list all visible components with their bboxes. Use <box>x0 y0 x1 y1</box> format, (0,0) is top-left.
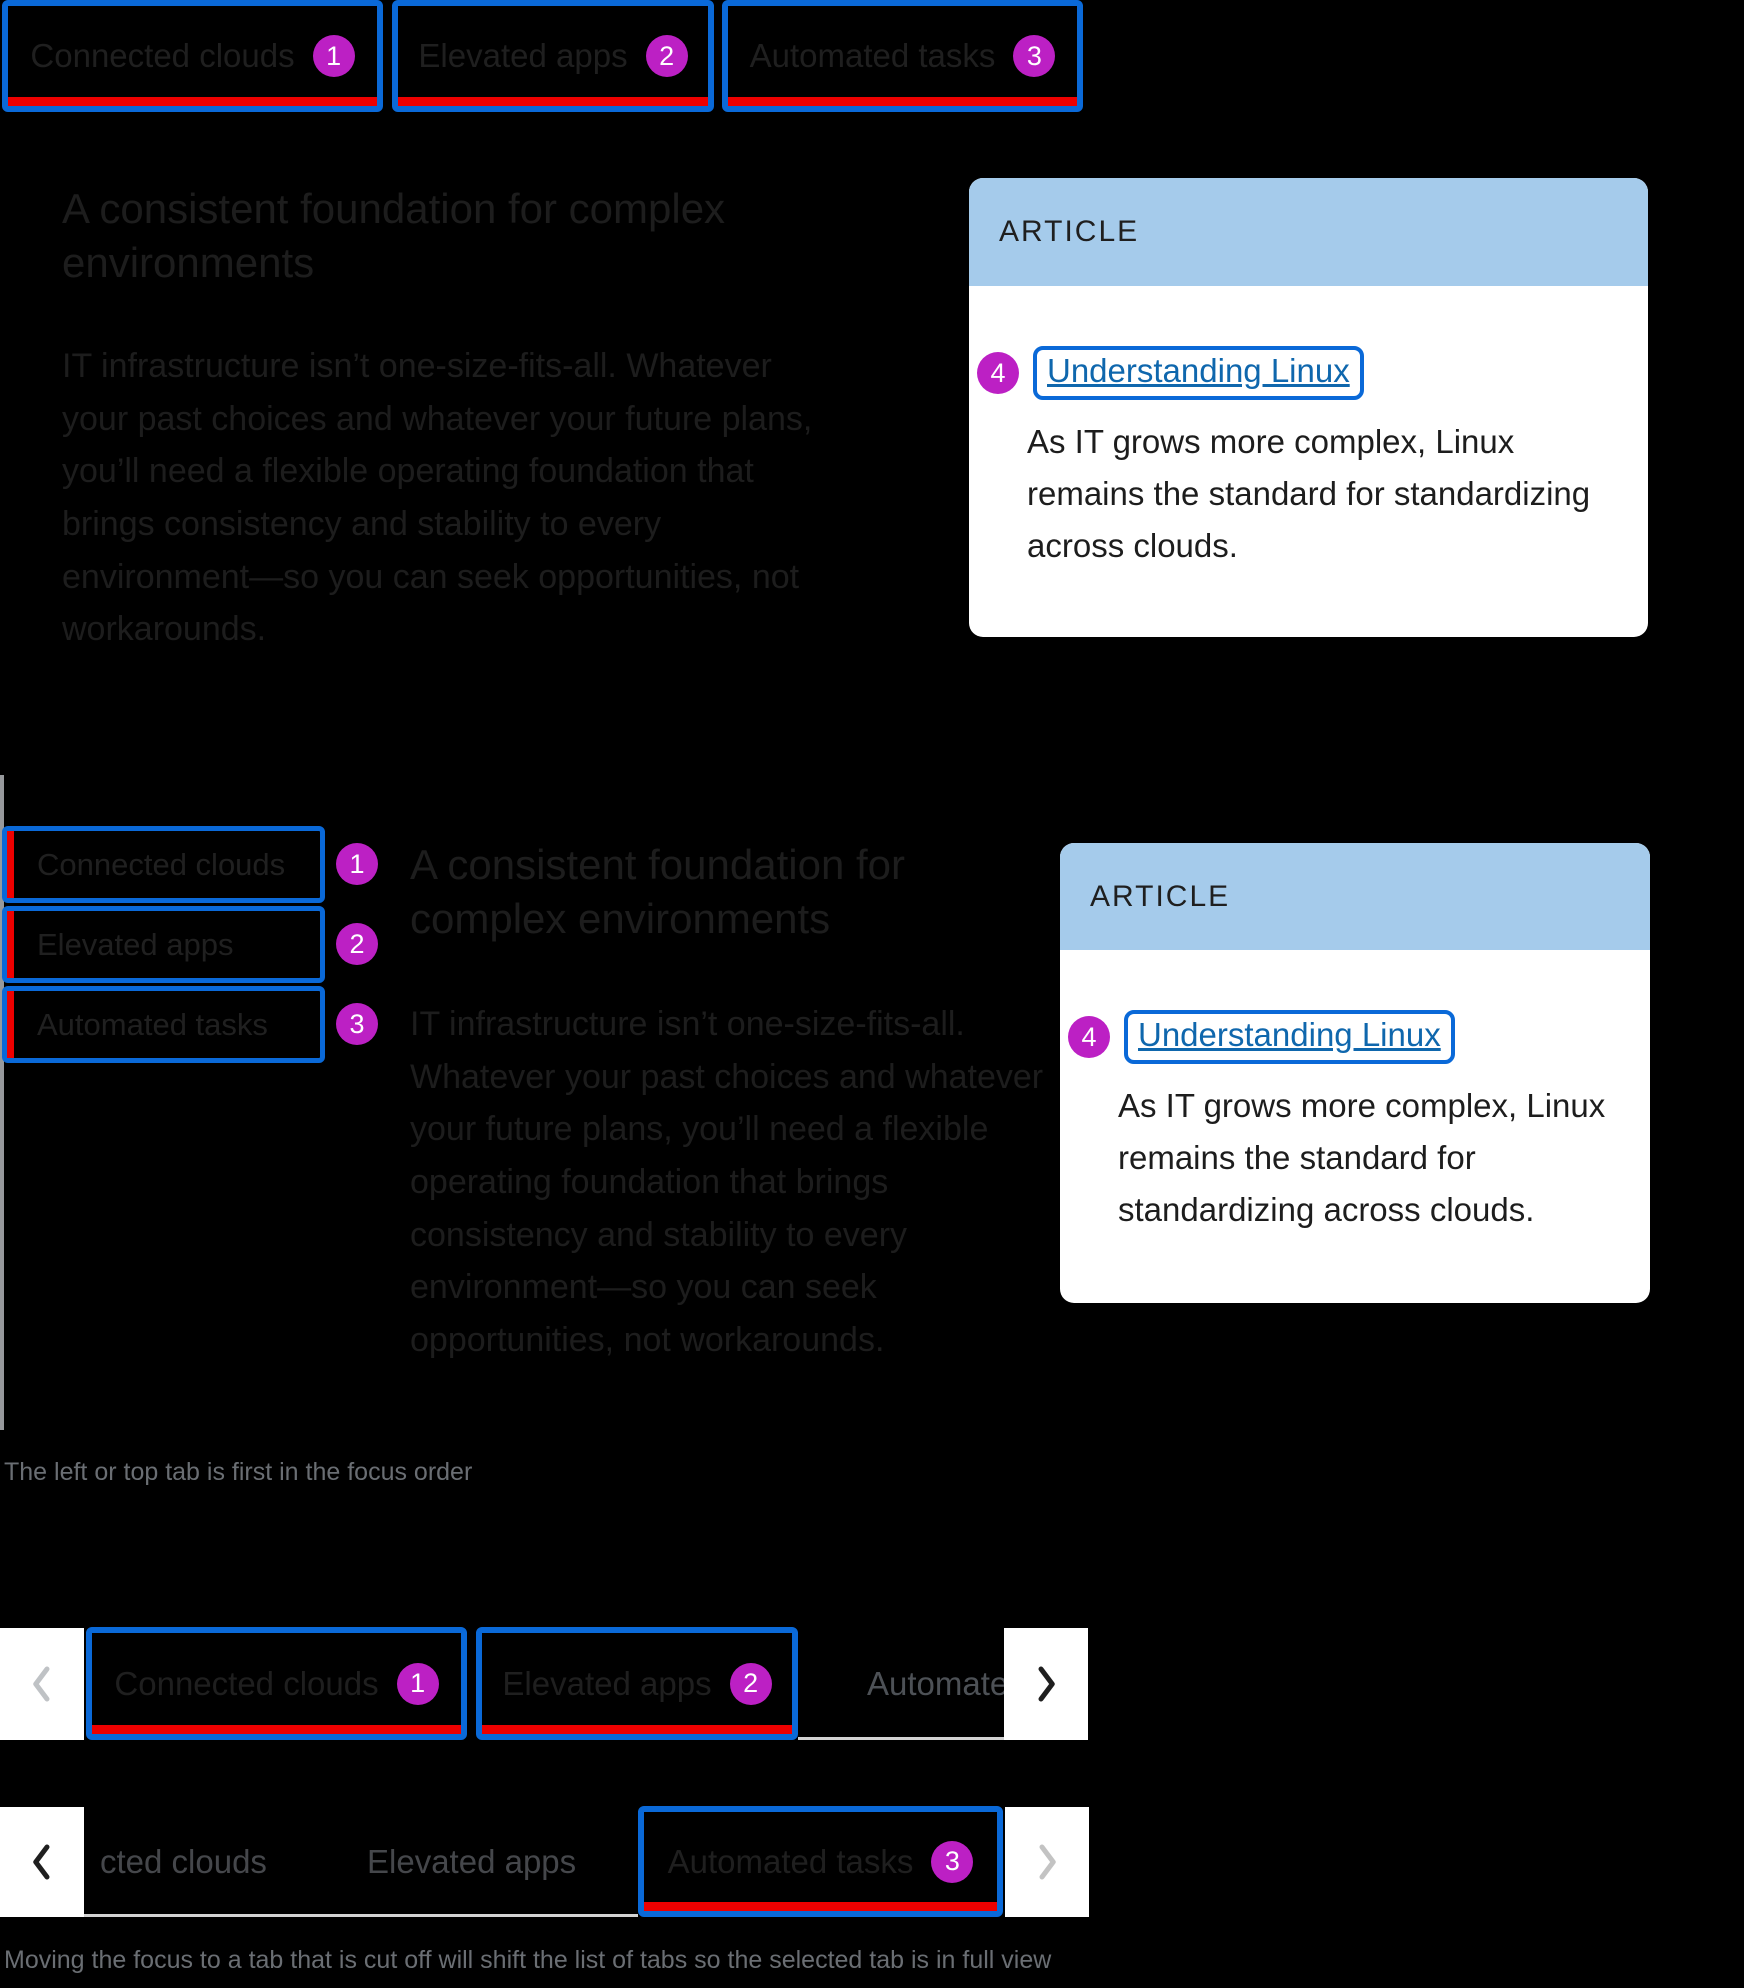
figure-caption: The left or top tab is first in the focu… <box>4 1458 473 1486</box>
tab-elevated-apps[interactable]: Elevated apps <box>367 1843 577 1880</box>
chevron-left-icon <box>33 1844 50 1880</box>
focus-order-badge: 4 <box>1068 1016 1110 1058</box>
tab-bar-border <box>798 1737 1004 1740</box>
tab-label: Automated tasks <box>37 1006 268 1042</box>
article-card-description: As IT grows more complex, Linux remains … <box>1118 1087 1606 1229</box>
panel-body-text: IT infrastructure isn’t one-size-fits-al… <box>62 347 813 649</box>
tab-connected-clouds-clipped[interactable]: cted clouds <box>100 1843 267 1880</box>
tab-connected-clouds[interactable]: Connected clouds 1 <box>2 0 383 112</box>
vertical-tab-automated-tasks[interactable]: Automated tasks <box>2 986 325 1063</box>
chevron-right-icon <box>1039 1844 1056 1880</box>
panel-heading: A consistent foundation for complex envi… <box>62 185 726 286</box>
scroll-right-button[interactable] <box>1005 1807 1089 1917</box>
tab-label: Elevated apps <box>37 926 234 962</box>
tab-label: Connected clouds <box>114 1664 379 1702</box>
figure-caption: Moving the focus to a tab that is cut of… <box>4 1946 1052 1974</box>
panel-body-text: IT infrastructure isn’t one-size-fits-al… <box>410 1005 1044 1360</box>
tab-bar-border <box>84 1914 638 1917</box>
tab-elevated-apps[interactable]: Elevated apps 2 <box>476 1627 798 1740</box>
focus-order-badge: 3 <box>336 1003 378 1045</box>
understanding-linux-link[interactable]: Understanding Linux <box>1047 352 1350 389</box>
tab-label: Elevated apps <box>418 37 628 74</box>
focus-order-badge: 2 <box>645 35 688 77</box>
article-card-header: ARTICLE <box>969 178 1648 286</box>
vertical-tab-elevated-apps[interactable]: Elevated apps <box>2 906 325 983</box>
understanding-linux-link[interactable]: Understanding Linux <box>1138 1016 1441 1053</box>
tab-automated-tasks[interactable]: Automated tasks 3 <box>722 0 1083 112</box>
vertical-tab-connected-clouds[interactable]: Connected clouds <box>2 826 325 903</box>
chevron-left-icon <box>33 1666 50 1702</box>
chevron-right-icon <box>1038 1666 1055 1702</box>
focus-order-badge: 1 <box>396 1662 439 1705</box>
focus-order-badge: 4 <box>977 352 1019 394</box>
tab-automated-tasks-clipped[interactable]: Automate <box>867 1664 1009 1702</box>
scroll-left-button[interactable] <box>0 1628 84 1740</box>
focus-order-badge: 2 <box>729 1662 772 1705</box>
panel-heading: A consistent foundation for complex envi… <box>410 841 905 942</box>
tab-automated-tasks[interactable]: Automated tasks 3 <box>638 1806 1003 1917</box>
tab-elevated-apps[interactable]: Elevated apps 2 <box>392 0 714 112</box>
article-card: ARTICLE 4 Understanding Linux As IT grow… <box>969 178 1648 637</box>
tab-connected-clouds[interactable]: Connected clouds 1 <box>86 1627 467 1740</box>
vertical-tabs-divider <box>0 775 4 1430</box>
tab-label: Automated tasks <box>749 37 996 74</box>
focus-order-badge: 2 <box>336 923 378 965</box>
focus-order-badge: 3 <box>1013 35 1056 77</box>
tab-label: Connected clouds <box>30 37 295 74</box>
tab-label: Elevated apps <box>502 1664 712 1702</box>
scroll-right-button[interactable] <box>1004 1628 1088 1740</box>
scroll-left-button[interactable] <box>0 1807 84 1917</box>
link-focus-outline: Understanding Linux <box>1124 1010 1455 1064</box>
focus-order-badge: 1 <box>312 35 355 77</box>
focus-order-badge: 3 <box>931 1840 974 1883</box>
tab-label: Automated tasks <box>667 1842 914 1880</box>
link-focus-outline: Understanding Linux <box>1033 346 1364 400</box>
article-card-description: As IT grows more complex, Linux remains … <box>1027 423 1591 565</box>
article-card: ARTICLE 4 Understanding Linux As IT grow… <box>1060 843 1650 1303</box>
focus-order-badge: 1 <box>336 843 378 885</box>
tab-label: Connected clouds <box>37 846 286 882</box>
article-card-header: ARTICLE <box>1060 843 1650 950</box>
